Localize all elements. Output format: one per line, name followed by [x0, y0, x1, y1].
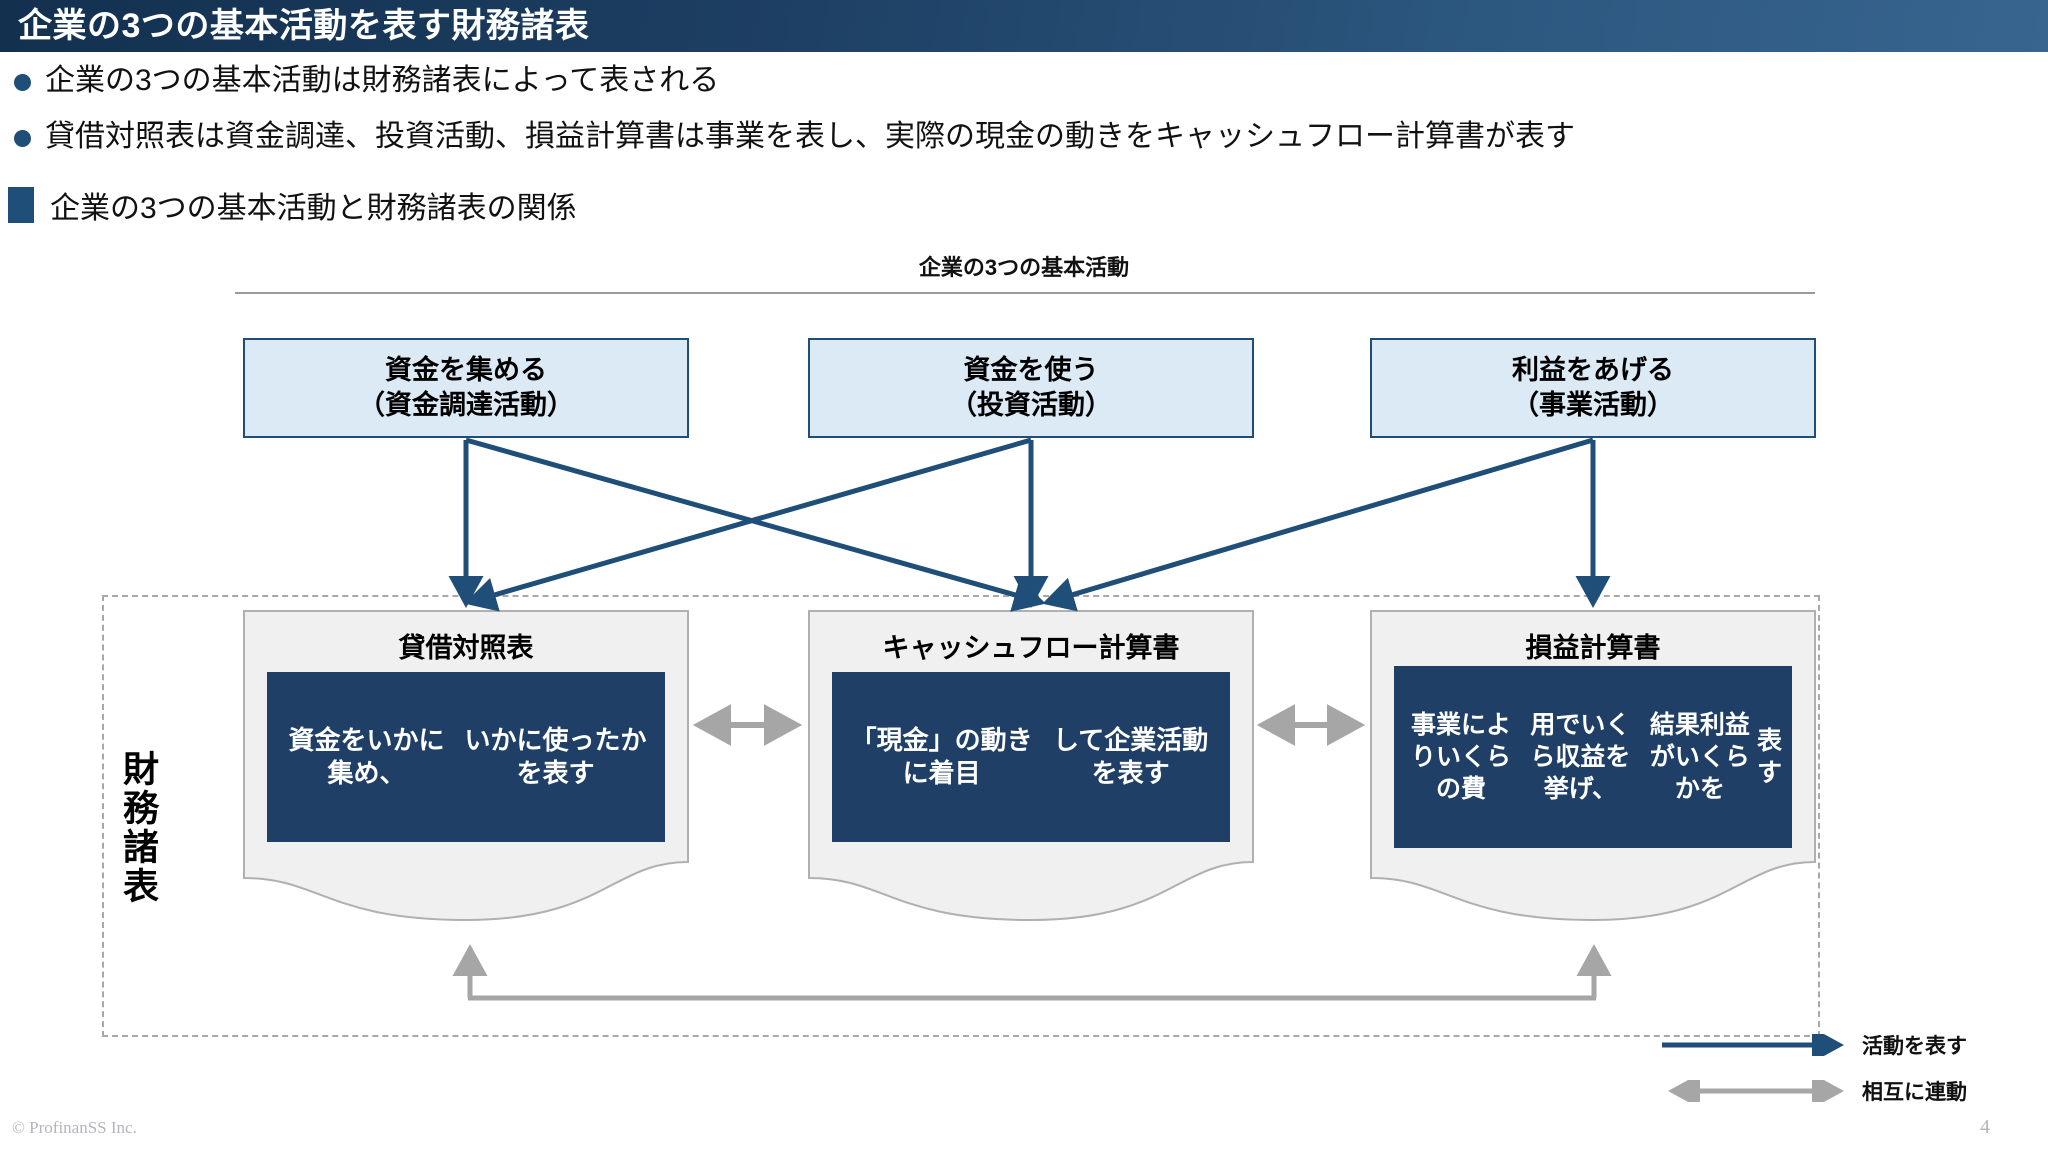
- arrow-funding-to-cash-flow: [465, 437, 1046, 612]
- legend-label: 相互に連動: [1862, 1081, 1967, 1104]
- relationship-diagram: 企業の3つの基本活動 財務諸表 資金を集める （資金調達活動） 資金を使う （投…: [0, 250, 2048, 1080]
- legend-item-activity: 活動を表す: [1660, 1030, 1967, 1060]
- solid-gray-double-arrow-icon: [1668, 1080, 1845, 1102]
- section-heading: 企業の3つの基本活動と財務諸表の関係: [8, 183, 577, 227]
- activity-line1: 利益をあげる: [1512, 355, 1674, 386]
- activity-line2: （資金調達活動）: [358, 390, 574, 420]
- bullet-text: 企業の3つの基本活動は財務諸表によって表される: [45, 64, 720, 97]
- statement-card-cash-flow[interactable]: キャッシュフロー計算書 「現金」の動きに着目して企業活動を表す: [808, 610, 1254, 940]
- slide-title-bar: 企業の3つの基本活動を表す財務諸表: [0, 0, 2048, 52]
- financial-statements-group-label: 財務諸表: [118, 750, 159, 906]
- arrow-operating-to-cash-flow: [1042, 437, 1594, 612]
- activities-divider: [235, 292, 1815, 294]
- statement-description: 「現金」の動きに着目して企業活動を表す: [832, 672, 1230, 842]
- copyright-text: © ProfinanSS Inc.: [12, 1118, 137, 1137]
- activity-line1: 資金を集める: [385, 355, 547, 386]
- page-number: 4: [1980, 1116, 1990, 1138]
- bullet-text: 貸借対照表は資金調達、投資活動、損益計算書は事業を表し、実際の現金の動きをキャッ…: [45, 120, 1575, 153]
- section-heading-label: 企業の3つの基本活動と財務諸表の関係: [50, 192, 577, 225]
- statement-card-income-statement[interactable]: 損益計算書 事業によりいくらの費用でいくら収益を挙げ、結果利益がいくらかを表す: [1370, 610, 1816, 940]
- statement-description: 資金をいかに集め、いかに使ったかを表す: [267, 672, 665, 842]
- statement-title: キャッシュフロー計算書: [882, 633, 1180, 663]
- bullet-item: 企業の3つの基本活動は財務諸表によって表される: [14, 62, 719, 100]
- legend-label: 活動を表す: [1862, 1035, 1967, 1058]
- diagram-legend: 活動を表す 相互に連動: [1660, 1030, 2040, 1122]
- activity-line1: 資金を使う: [963, 355, 1099, 386]
- activity-box-funding[interactable]: 資金を集める （資金調達活動）: [243, 338, 689, 438]
- page-title: 企業の3つの基本活動を表す財務諸表: [18, 7, 590, 45]
- activity-box-investing[interactable]: 資金を使う （投資活動）: [808, 338, 1254, 438]
- activity-line2: （事業活動）: [1512, 390, 1674, 420]
- solid-navy-arrow-icon: [1662, 1034, 1845, 1056]
- activity-box-operating[interactable]: 利益をあげる （事業活動）: [1370, 338, 1816, 438]
- legend-item-linkage: 相互に連動: [1660, 1076, 1967, 1106]
- activities-caption: 企業の3つの基本活動: [918, 255, 1130, 280]
- statement-description: 事業によりいくらの費用でいくら収益を挙げ、結果利益がいくらかを表す: [1394, 666, 1792, 848]
- bullet-dot-icon: [14, 130, 31, 147]
- statement-title: 損益計算書: [1525, 633, 1661, 663]
- statement-title: 貸借対照表: [398, 633, 534, 663]
- activity-line2: （投資活動）: [950, 390, 1112, 420]
- bullet-dot-icon: [14, 74, 31, 91]
- bullet-item: 貸借対照表は資金調達、投資活動、損益計算書は事業を表し、実際の現金の動きをキャッ…: [14, 118, 1575, 156]
- section-marker-icon: [8, 187, 34, 223]
- statement-card-balance-sheet[interactable]: 貸借対照表 資金をいかに集め、いかに使ったかを表す: [243, 610, 689, 940]
- arrow-investing-to-balance-sheet: [464, 437, 1032, 612]
